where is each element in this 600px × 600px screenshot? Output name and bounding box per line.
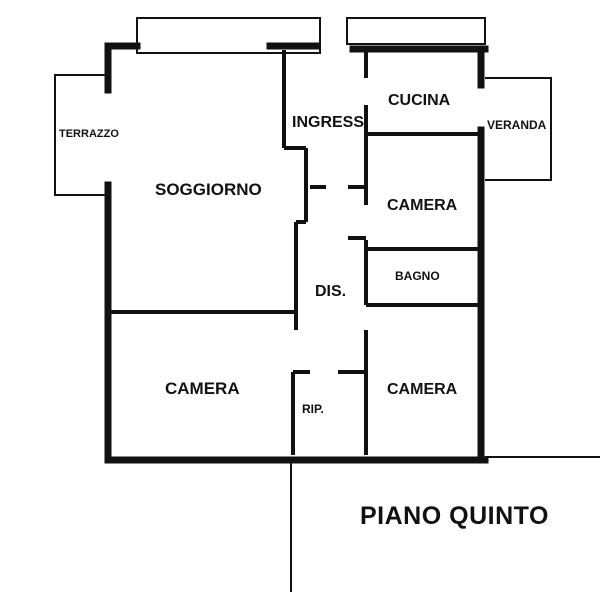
room-label-camera-bottom-right: CAMERA	[387, 381, 458, 398]
veranda-outline	[485, 77, 552, 181]
terrace-outline	[54, 74, 108, 196]
room-label-soggiorno: SOGGIORNO	[155, 180, 262, 199]
room-label-bagno: BAGNO	[395, 269, 440, 283]
room-label-ripostiglio: RIP.	[302, 402, 324, 416]
room-label-cucina: CUCINA	[388, 92, 451, 109]
exterior-walls	[104, 42, 489, 464]
room-label-camera-top-right: CAMERA	[387, 197, 458, 214]
room-label-terrazzo: TERRAZZO	[59, 128, 119, 140]
room-label-camera-bottom-left: CAMERA	[165, 379, 240, 398]
site-lines	[290, 456, 600, 592]
floor-title: PIANO QUINTO	[360, 502, 549, 530]
room-label-disimpegno: DIS.	[315, 283, 347, 300]
room-label-veranda: VERANDA	[487, 118, 547, 132]
balcony-top-left	[136, 17, 321, 54]
interior-walls	[110, 50, 481, 455]
balcony-top-right	[346, 17, 486, 45]
room-label-ingresso: INGRESS	[292, 114, 365, 131]
